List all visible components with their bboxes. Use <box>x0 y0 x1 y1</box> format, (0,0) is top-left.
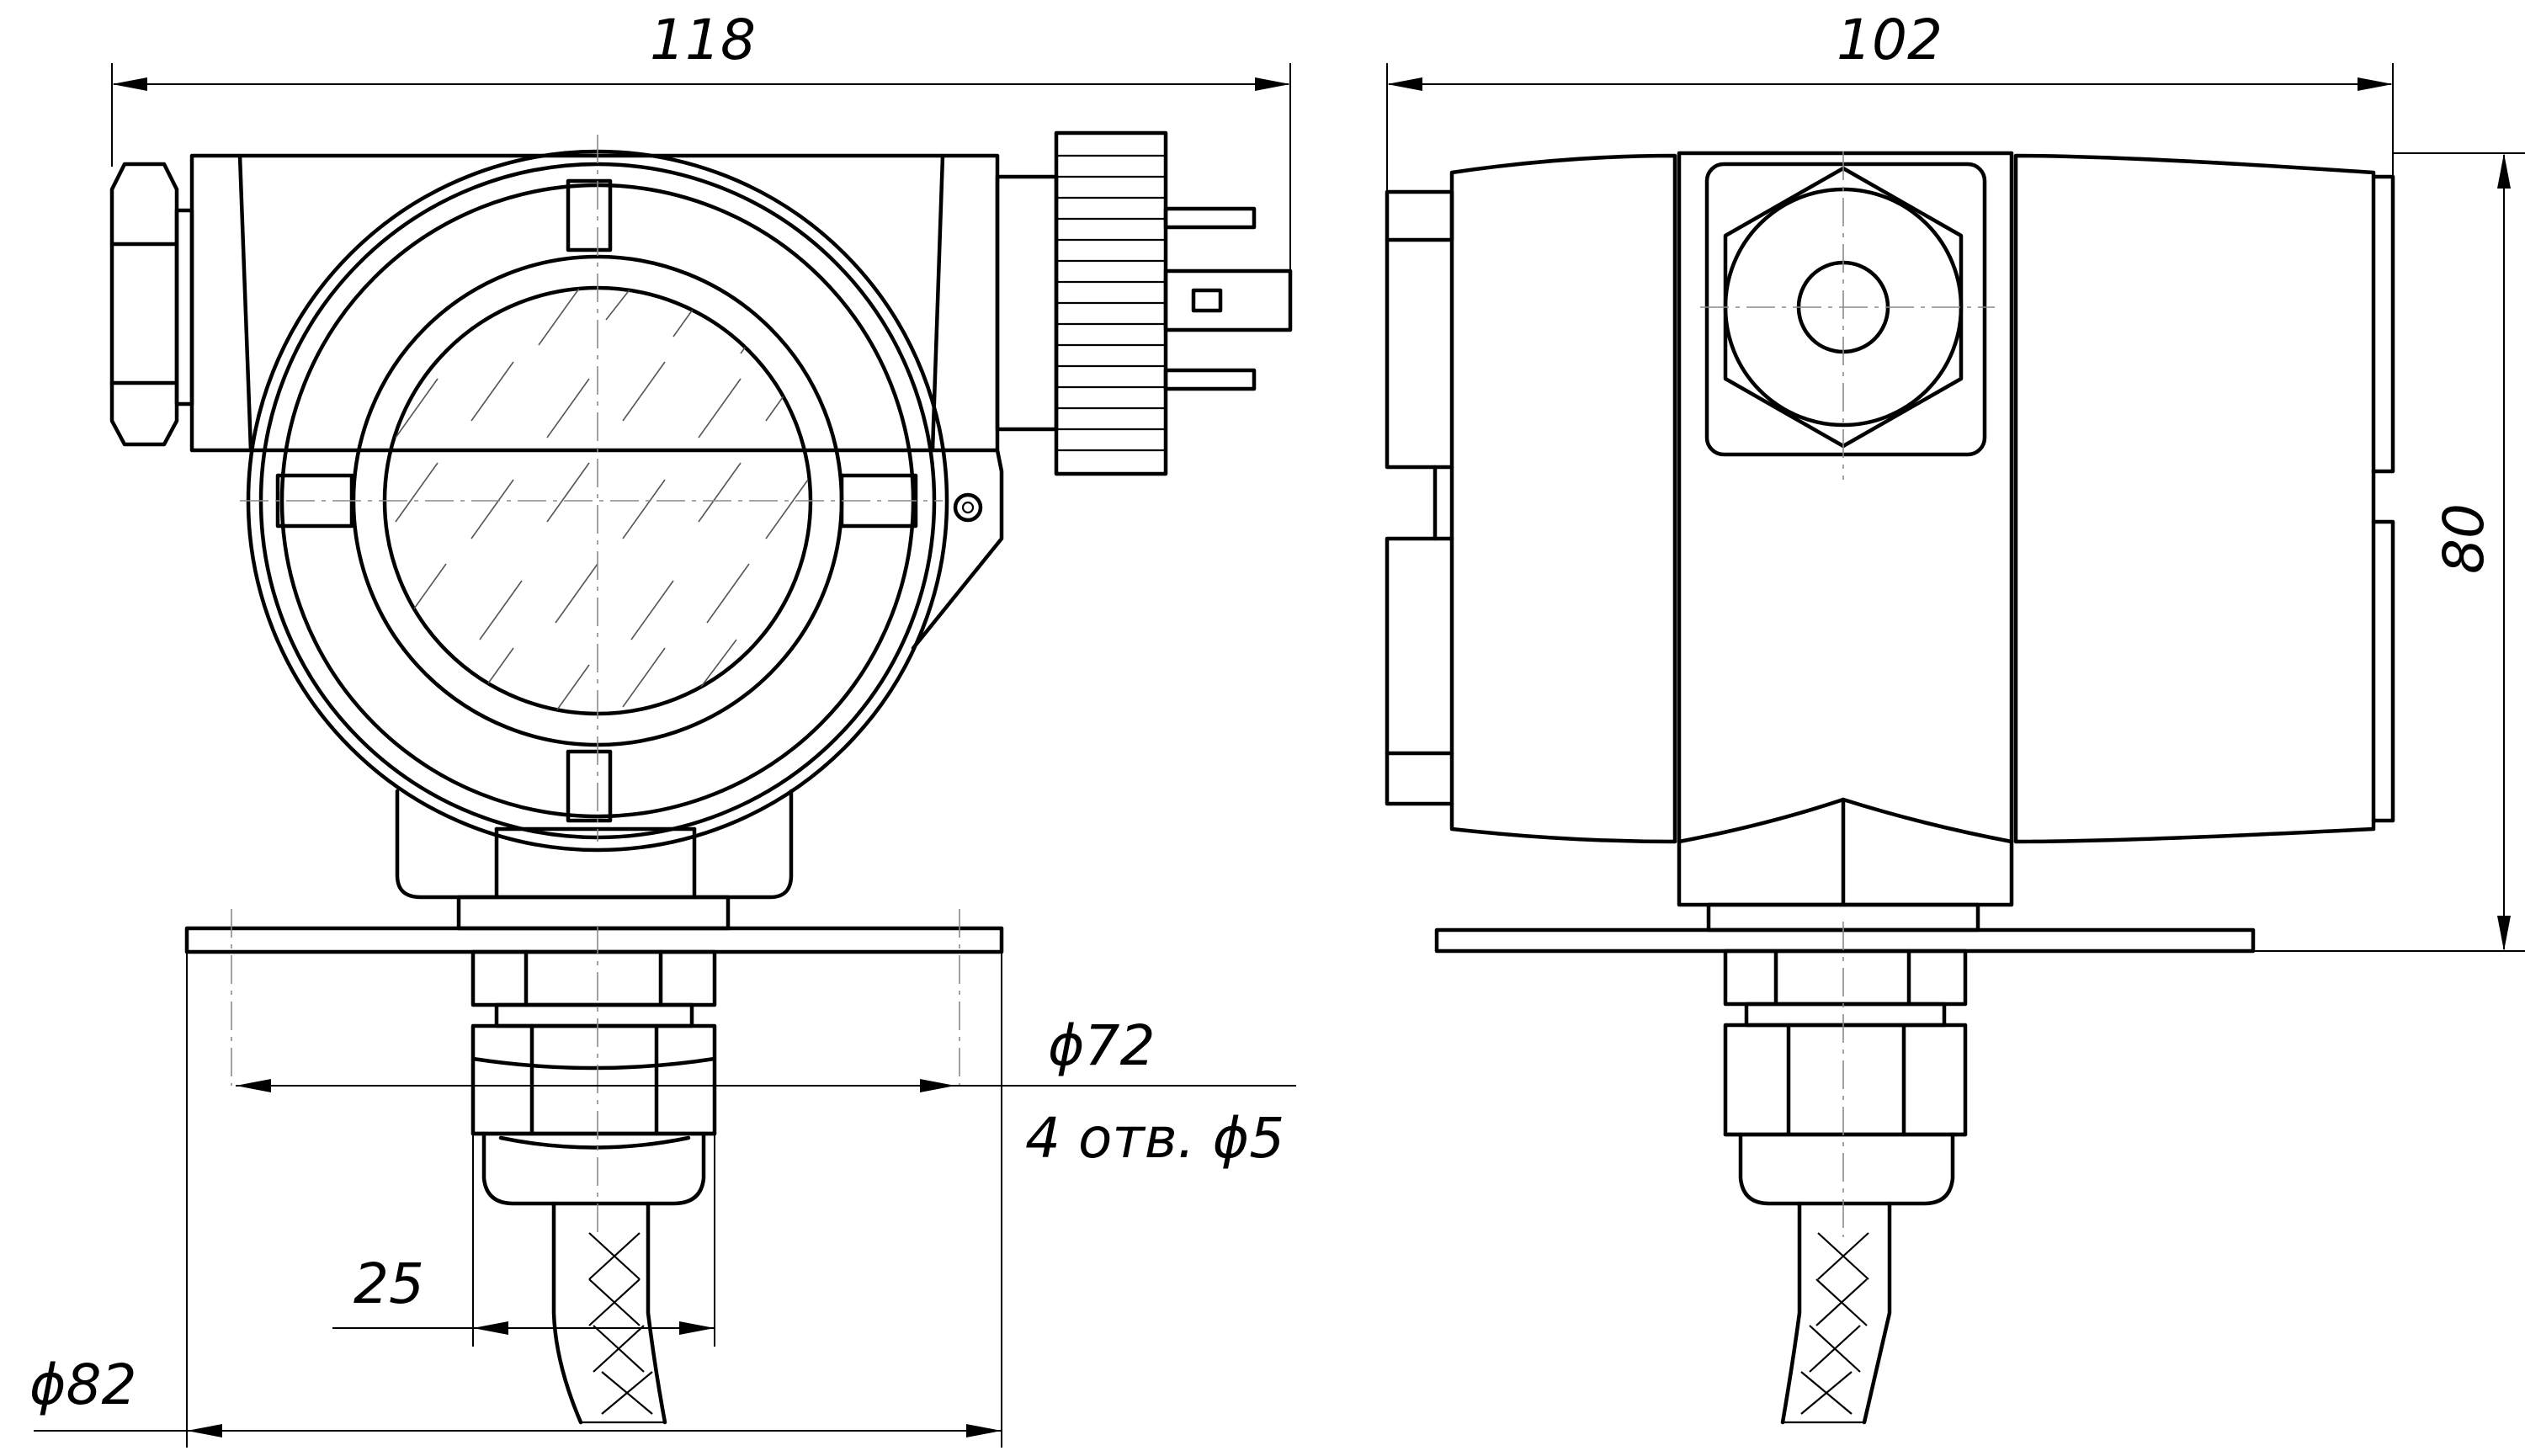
dim-holes-label: 4 отв. ϕ5 <box>1025 1106 1284 1171</box>
front-dimensions: 118 ϕ72 4 отв. ϕ5 25 ϕ82 <box>29 8 1296 1448</box>
glass-window <box>395 288 809 714</box>
side-right-cover <box>2013 153 2395 844</box>
side-dimensions: 102 80 <box>1386 8 2525 952</box>
dim-80-label: 80 <box>2432 503 2496 574</box>
dim-phi82-label: ϕ82 <box>29 1352 137 1417</box>
connector-plug <box>995 130 1293 476</box>
side-left-cover <box>1385 153 1677 844</box>
dim-118-label: 118 <box>650 8 756 72</box>
left-gland-nut <box>109 162 194 447</box>
dim-102-label: 102 <box>1837 8 1943 72</box>
side-flange <box>1434 927 2256 954</box>
side-cable-gland <box>1723 949 1968 1206</box>
side-view <box>1385 151 2395 1425</box>
front-cable-gland <box>470 949 717 1206</box>
dim-phi72-label: ϕ72 <box>1048 1013 1156 1078</box>
front-flange <box>184 926 1004 954</box>
dim-25-label: 25 <box>354 1251 424 1316</box>
front-view <box>109 130 1293 1425</box>
housing-body <box>189 153 1004 651</box>
front-base-boss <box>395 789 794 931</box>
side-cable <box>1780 1201 1892 1425</box>
side-center-block <box>1677 151 2014 933</box>
front-cable <box>551 1201 667 1425</box>
knurl-lines <box>1056 154 1166 452</box>
